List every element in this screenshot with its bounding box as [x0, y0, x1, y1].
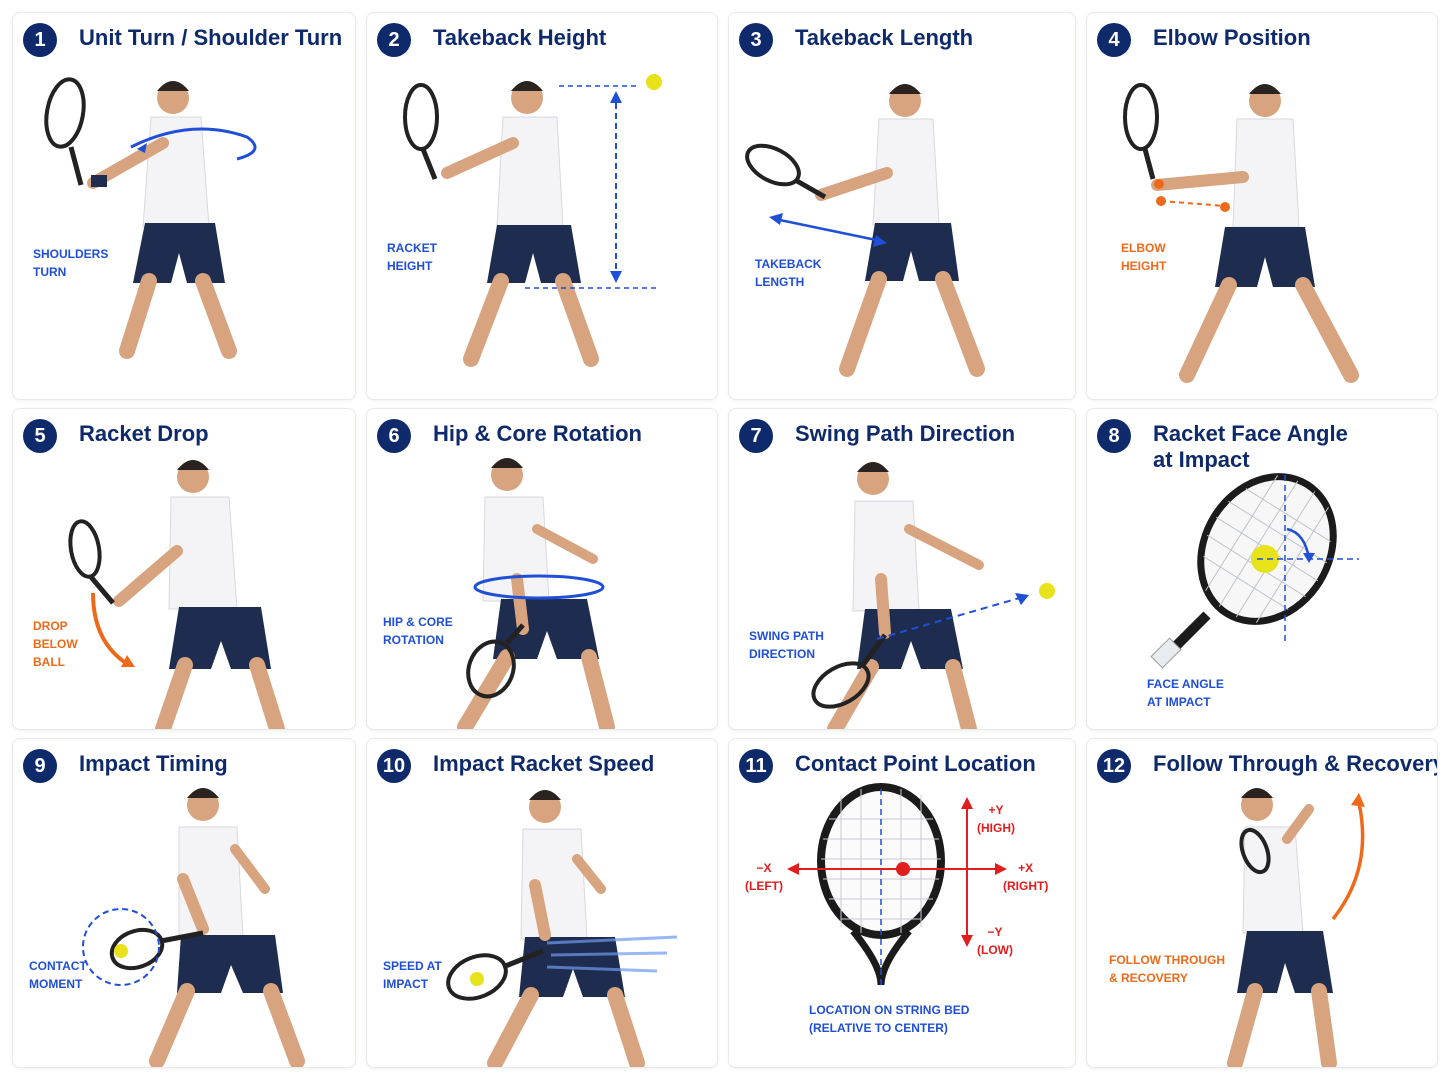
player-figure — [457, 458, 615, 729]
tennis-ball-icon — [1251, 545, 1279, 573]
player-figure — [149, 788, 305, 1067]
length-arrow — [774, 217, 882, 243]
tennis-ball-icon — [1039, 583, 1055, 599]
player-figure-illustration — [457, 458, 615, 729]
tennis-ball-icon — [470, 972, 484, 986]
swing-path-arrow — [876, 596, 1024, 640]
panel-title: Takeback Length — [795, 25, 974, 50]
panel-title: Unit Turn / Shoulder Turn — [79, 25, 343, 50]
string-bed-diagram — [787, 783, 1007, 986]
step-number-badge: 1 — [23, 23, 57, 57]
step-number-badge: 12 — [1097, 749, 1131, 783]
player-figure-illustration — [446, 790, 678, 1067]
step-number-badge: 11 — [739, 749, 773, 783]
player-figure-illustration — [745, 84, 985, 377]
player-figure-illustration — [44, 77, 257, 359]
panel-title: Swing Path Direction — [795, 421, 1016, 446]
player-figure — [441, 81, 599, 367]
step-number-badge: 6 — [377, 419, 411, 453]
racket-icon — [811, 633, 888, 709]
player-figure-illustration — [403, 74, 662, 367]
annotation-label: LOCATION ON STRING BED(RELATIVE TO CENTE… — [809, 1003, 970, 1035]
step-number-badge: 9 — [23, 749, 57, 783]
racket-icon — [109, 927, 204, 971]
axis-label-right: +X(RIGHT) — [1003, 861, 1049, 893]
drop-arrow — [91, 592, 131, 667]
racket-icon — [817, 783, 945, 986]
rotation-ring — [473, 574, 605, 600]
player-figure-illustration — [82, 788, 305, 1067]
racket-icon — [44, 77, 86, 186]
player-figure — [113, 460, 285, 729]
panel-title: Impact Timing — [79, 751, 228, 776]
panel-title: Racket Drop — [79, 421, 209, 446]
axis-label-left: −X(LEFT) — [745, 861, 783, 893]
racket-face-illustration — [1150, 473, 1359, 669]
tennis-ball-icon — [646, 74, 662, 90]
panel-12: 12 Follow Through & Recovery FOLLOW THRO… — [1086, 738, 1438, 1068]
panel-title: Elbow Position — [1153, 25, 1311, 50]
player-figure — [487, 790, 645, 1067]
panel-title: Takeback Height — [433, 25, 607, 50]
player-figure — [1151, 84, 1359, 383]
contact-moment-ring — [82, 908, 160, 986]
racket-icon — [745, 143, 827, 200]
player-figure — [827, 462, 984, 729]
racket-icon — [68, 519, 115, 605]
player-figure-illustration — [1227, 788, 1365, 1067]
player-figure — [1227, 788, 1337, 1067]
panel-title: Contact Point Location — [795, 751, 1036, 776]
panel-title: Hip & Core Rotation — [433, 421, 642, 446]
racket-icon — [1239, 827, 1271, 875]
step-number-badge: 5 — [23, 419, 57, 453]
racket-icon — [446, 948, 544, 1001]
speed-lines — [546, 935, 678, 973]
step-number-badge: 7 — [739, 419, 773, 453]
step-number-badge: 2 — [377, 23, 411, 57]
player-figure — [815, 84, 985, 377]
follow-through-arrow — [1331, 802, 1365, 921]
player-figure — [87, 81, 237, 359]
racket-icon — [466, 623, 525, 699]
racket-icon — [403, 83, 439, 180]
tennis-ball-icon — [114, 944, 128, 958]
panel-title: Impact Racket Speed — [433, 751, 655, 776]
step-number-badge: 4 — [1097, 23, 1131, 57]
panel-11: 11 Contact Point Location +Y(HIGH) −Y(LO… — [728, 738, 1076, 1068]
racket-icon — [1123, 83, 1159, 180]
player-figure-illustration — [811, 462, 1055, 729]
step-number-badge: 10 — [377, 749, 411, 783]
annotation-label: FOLLOW THROUGH& RECOVERY — [1109, 953, 1225, 985]
step-number-badge: 3 — [739, 23, 773, 57]
step-number-badge: 8 — [1097, 419, 1131, 453]
axis-label-up: +Y(HIGH) — [977, 803, 1015, 835]
panel-title: Follow Through & Recovery — [1153, 751, 1438, 776]
rotation-arrow — [130, 127, 257, 161]
player-figure-illustration — [68, 460, 285, 729]
player-figure-illustration — [1123, 83, 1359, 383]
axis-label-down: −Y(LOW) — [977, 925, 1013, 957]
elbow-height-marker — [1160, 200, 1226, 207]
